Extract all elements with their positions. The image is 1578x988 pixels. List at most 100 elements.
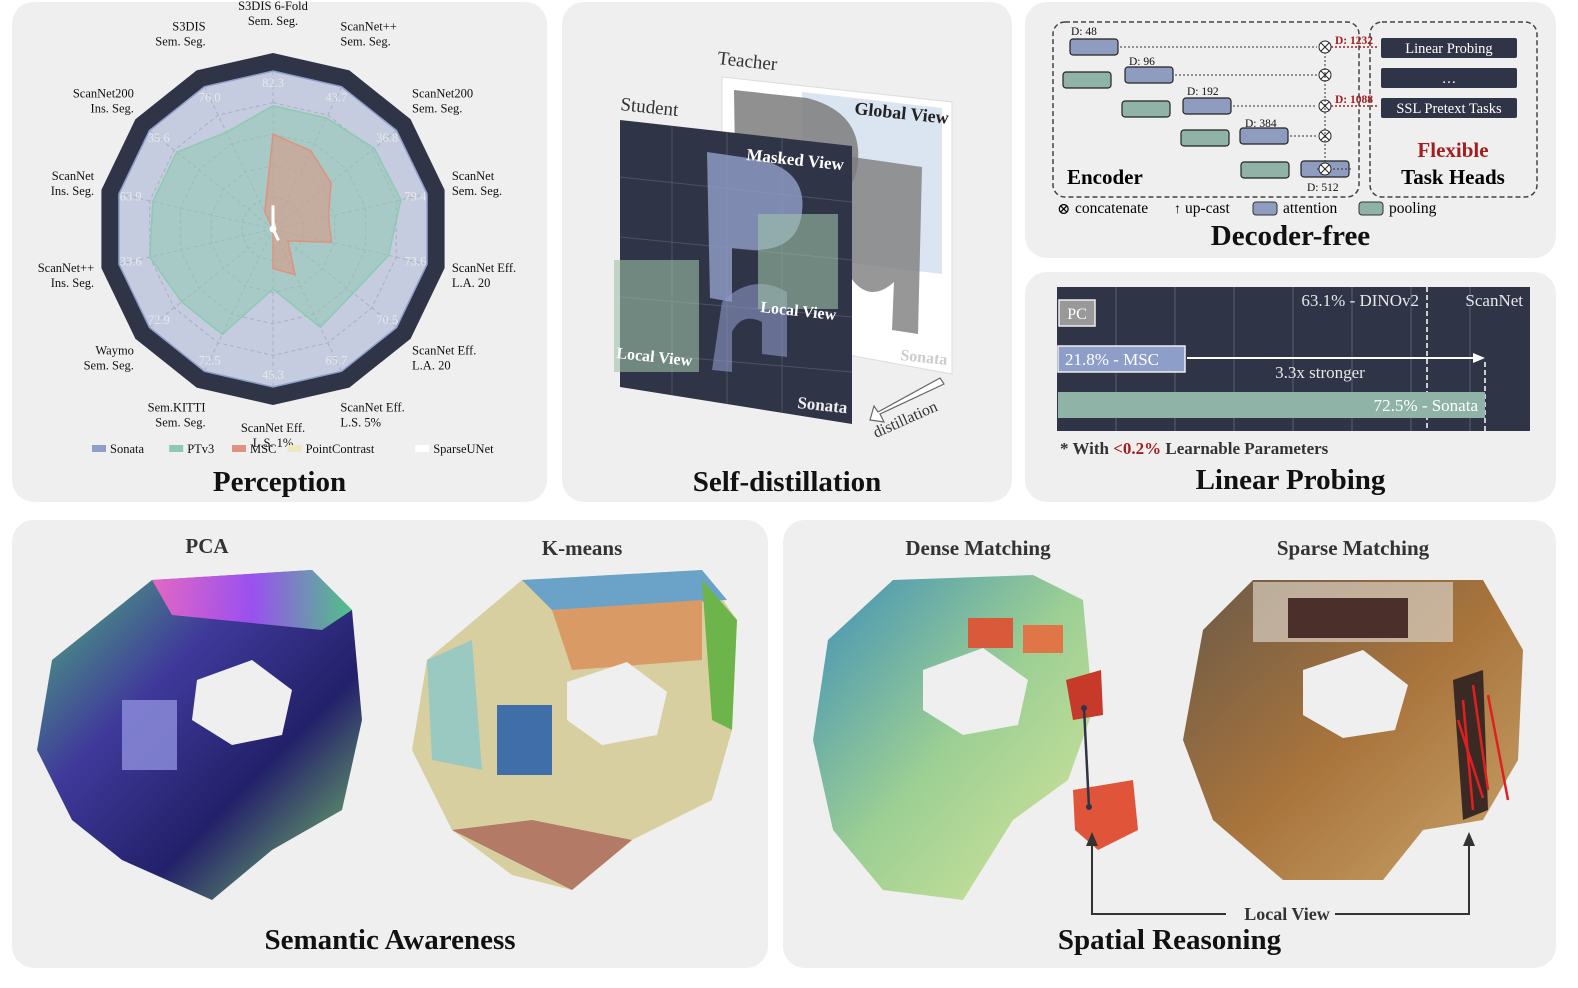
axis-label-1-0: ScanNet++ <box>340 19 396 33</box>
axis-value-9: 72.9 <box>148 313 170 327</box>
axis-label-5-1: L.A. 20 <box>412 358 451 372</box>
axis-value-8: 72.5 <box>199 354 221 368</box>
axis-label-1-1: Sem. Seg. <box>340 34 390 48</box>
axis-label-3-1: Sem. Seg. <box>452 184 502 198</box>
axis-label-8-0: Sem.KITTI <box>148 401 206 415</box>
distillation-arrow: distillation <box>869 377 945 442</box>
attention-block-2 <box>1182 97 1232 115</box>
head-ellipsis[interactable] <box>1381 68 1517 88</box>
dim-label-0: D: 48 <box>1071 26 1097 38</box>
sparse-matching-pointcloud <box>1183 580 1523 880</box>
axis-label-7-1: L.S. 1% <box>253 436 294 450</box>
head-ssl-pretext[interactable] <box>1381 98 1517 118</box>
svg-text:up-cast: up-cast <box>1185 200 1230 217</box>
svg-text:SSL Pretext Tasks: SSL Pretext Tasks <box>1396 101 1502 117</box>
local-view-bracket: Local View <box>1086 832 1475 924</box>
axis-value-5: 70.5 <box>376 313 398 327</box>
sparse-matching-label: Sparse Matching <box>1276 536 1430 560</box>
pc-badge <box>1058 299 1096 327</box>
axis-label-10-1: Ins. Seg. <box>51 276 94 290</box>
self-distillation-panel: Teacher Global View Sonata Student Maske… <box>562 2 1012 502</box>
legend-swatch-3 <box>287 445 302 452</box>
axis-label-4-1: L.A. 20 <box>452 276 491 290</box>
flexible-label: Flexible <box>1417 138 1488 162</box>
axis-label-12-1: Ins. Seg. <box>91 102 134 116</box>
axis-label-7-0: ScanNet Eff. <box>241 421 305 435</box>
kmeans-pointcloud <box>412 570 737 890</box>
spatial-reasoning-title: Spatial Reasoning <box>1057 924 1282 956</box>
dim-label-3: D: 384 <box>1245 118 1277 130</box>
dinov2-label: 63.1% - DINOv2 <box>1301 291 1419 310</box>
axis-label-9-1: Sem. Seg. <box>84 358 134 372</box>
pca-label: PCA <box>185 534 229 558</box>
axis-label-2-1: Sem. Seg. <box>412 102 462 116</box>
msc-bar <box>1057 345 1186 373</box>
axis-label-4-0: ScanNet Eff. <box>452 261 516 275</box>
local-view-label: Local View <box>1244 904 1330 924</box>
dim-label-2: D: 192 <box>1187 86 1219 98</box>
scannet-label: ScanNet <box>1465 291 1523 310</box>
axis-label-2-0: ScanNet200 <box>412 87 473 101</box>
svg-text:concatenate: concatenate <box>1075 200 1148 217</box>
axis-label-8-1: Sem. Seg. <box>155 416 205 430</box>
axis-label-0-1: Sem. Seg. <box>248 14 298 28</box>
student-label: Student <box>619 94 680 121</box>
pca-pointcloud <box>37 570 362 900</box>
encoder-label: Encoder <box>1067 165 1143 189</box>
axis-label-11-1: Ins. Seg. <box>51 184 94 198</box>
student-sheet: Student Masked View Local View Local Vie… <box>614 94 853 424</box>
legend-label-0: Sonata <box>110 442 144 456</box>
legend-label-4: SparseUNet <box>433 442 494 456</box>
svg-text:pooling: pooling <box>1389 200 1437 217</box>
pooling-block-2 <box>1121 100 1171 118</box>
legend-label-3: PointContrast <box>306 442 375 456</box>
self-distillation-diagram: Teacher Global View Sonata Student Maske… <box>614 48 953 442</box>
axis-label-5-0: ScanNet Eff. <box>412 343 476 357</box>
attention-block-3 <box>1239 127 1289 145</box>
pooling-block-3 <box>1180 129 1230 147</box>
teacher-brand: Sonata <box>900 347 949 369</box>
attention-block-1 <box>1124 66 1174 84</box>
axis-value-7: 45.3 <box>262 368 284 382</box>
concat-icon: ⊗ <box>1057 201 1070 218</box>
svg-text:72.5% - Sonata: 72.5% - Sonata <box>1374 396 1479 415</box>
spatial-views: Local View <box>813 575 1523 924</box>
upcast-icon: ↑ <box>1174 202 1181 217</box>
attention-swatch <box>1252 201 1278 216</box>
dim-top-label: D: 1232 <box>1335 35 1373 47</box>
attention-block-0 <box>1069 38 1119 56</box>
semantic-awareness-title: Semantic Awareness <box>264 924 516 956</box>
dim-label-4: D: 512 <box>1307 182 1339 194</box>
axis-label-9-0: Waymo <box>95 343 134 357</box>
axis-value-13: 76.0 <box>199 90 221 104</box>
decoder-legend: ⊗ concatenate ↑ up-cast attention poolin… <box>1057 200 1437 218</box>
dim-mid-label: D: 1088 <box>1335 94 1373 106</box>
self-distillation-title: Self-distillation <box>692 466 882 498</box>
svg-text:PC: PC <box>1067 306 1087 323</box>
axis-value-4: 73.6 <box>404 254 426 268</box>
axis-value-12: 35.6 <box>148 131 170 145</box>
axis-value-0: 82.3 <box>262 76 284 90</box>
probe-note: * With <0.2% Learnable Parameters <box>1060 439 1329 458</box>
dense-matching-pointcloud <box>813 575 1138 900</box>
head-linear-probing[interactable] <box>1381 38 1517 58</box>
stronger-label: 3.3x stronger <box>1275 363 1365 382</box>
perception-title: Perception <box>212 466 347 498</box>
legend-swatch-0 <box>92 445 106 452</box>
legend-swatch-2 <box>232 445 246 452</box>
svg-text:Linear Probing: Linear Probing <box>1405 41 1492 57</box>
axis-label-0-0: S3DIS 6-Fold <box>238 0 309 13</box>
axis-value-2: 36.8 <box>376 131 398 145</box>
pooling-swatch <box>1358 201 1384 216</box>
svg-text:attention: attention <box>1283 200 1337 217</box>
legend-label-2: MSC <box>250 442 276 456</box>
legend-swatch-1 <box>169 445 184 452</box>
axis-label-13-1: Sem. Seg. <box>155 34 205 48</box>
spatial-reasoning-panel: Dense Matching Sparse Matching <box>783 520 1556 968</box>
pooling-block-4 <box>1240 161 1290 179</box>
linear-probing-chart: PC 63.1% - DINOv2 ScanNet 21.8% - MSC 3.… <box>1057 287 1530 458</box>
